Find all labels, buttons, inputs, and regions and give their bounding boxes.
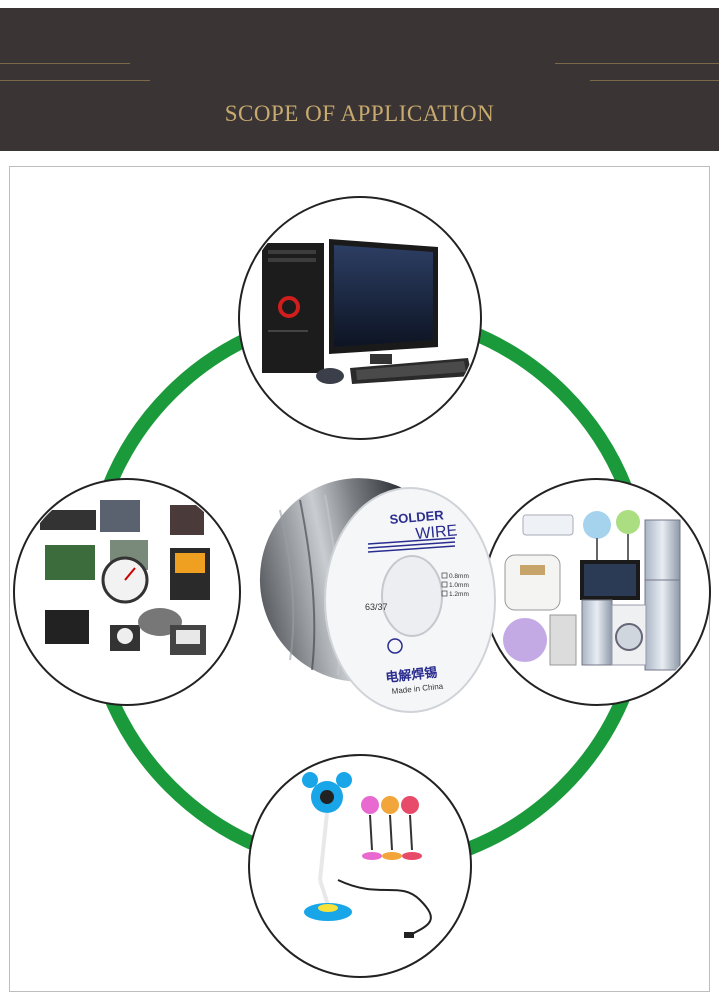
appliances-illustration: [483, 478, 711, 706]
header-banner: SCOPE OF APPLICATION: [0, 0, 719, 151]
spool-alloy: 63/37: [365, 602, 388, 612]
spool-size-2: 1.0mm: [449, 582, 469, 589]
banner-title: SCOPE OF APPLICATION: [224, 101, 495, 126]
spool-logo-icon: [387, 638, 403, 654]
spool-brand-line2: WIRE: [415, 522, 458, 543]
computer-illustration: [238, 196, 482, 440]
solder-spool: SOLDER WIRE 63/37 0.8mm 1.0mm 1.2mm 电解焊锡…: [259, 478, 496, 713]
instruments-illustration: [13, 478, 241, 706]
top-strip: [0, 0, 719, 8]
decor-line-right-2: [590, 80, 719, 81]
decor-line-right-1: [555, 63, 719, 64]
decor-line-left-1: [0, 63, 130, 64]
spool-size-1: 0.8mm: [449, 573, 469, 580]
webcam-illustration: [248, 754, 472, 978]
spool-brand-line1: SOLDER: [389, 507, 445, 527]
decor-line-left-2: [0, 80, 150, 81]
spool-size-3: 1.2mm: [449, 591, 469, 598]
spool-chinese-label: 电解焊锡: [385, 665, 438, 686]
